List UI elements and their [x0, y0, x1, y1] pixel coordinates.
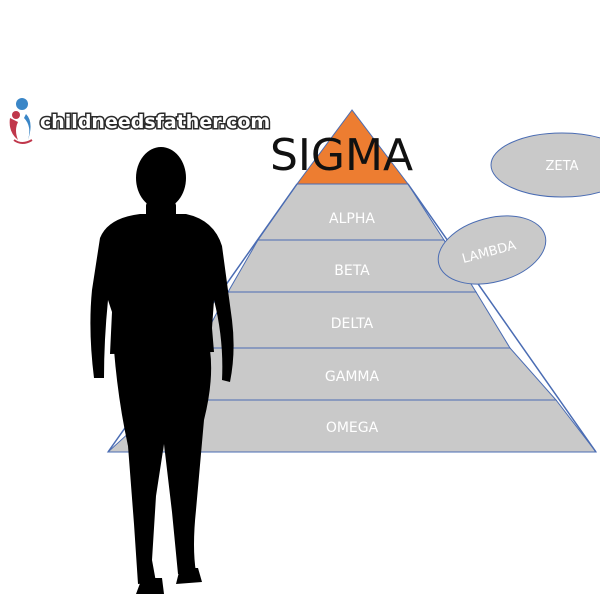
- pyramid-apex: [296, 109, 410, 185]
- page-title: SIGMA: [270, 130, 413, 181]
- lambda-bubble: LAMBDA: [437, 215, 547, 285]
- pyramid: ALPHA BETA DELTA GAMMA OMEGA: [106, 109, 598, 453]
- man-silhouette: [90, 147, 234, 594]
- tier-label-beta: BETA: [334, 263, 370, 279]
- zeta-ellipse: [490, 132, 600, 198]
- zeta-bubble: ZETA: [490, 132, 600, 198]
- tier-label-omega: OMEGA: [326, 420, 379, 436]
- tier-label-alpha: ALPHA: [329, 211, 375, 227]
- tier-label-gamma: GAMMA: [325, 369, 380, 385]
- tier-label-delta: DELTA: [331, 316, 374, 332]
- logo-text: childneedsfather.com: [40, 111, 270, 133]
- parent-child-icon: [9, 98, 33, 144]
- zeta-label: ZETA: [546, 159, 579, 174]
- pyramid-right-edge: [407, 183, 597, 453]
- logo: childneedsfather.com: [9, 98, 272, 144]
- lambda-ellipse: [437, 215, 547, 285]
